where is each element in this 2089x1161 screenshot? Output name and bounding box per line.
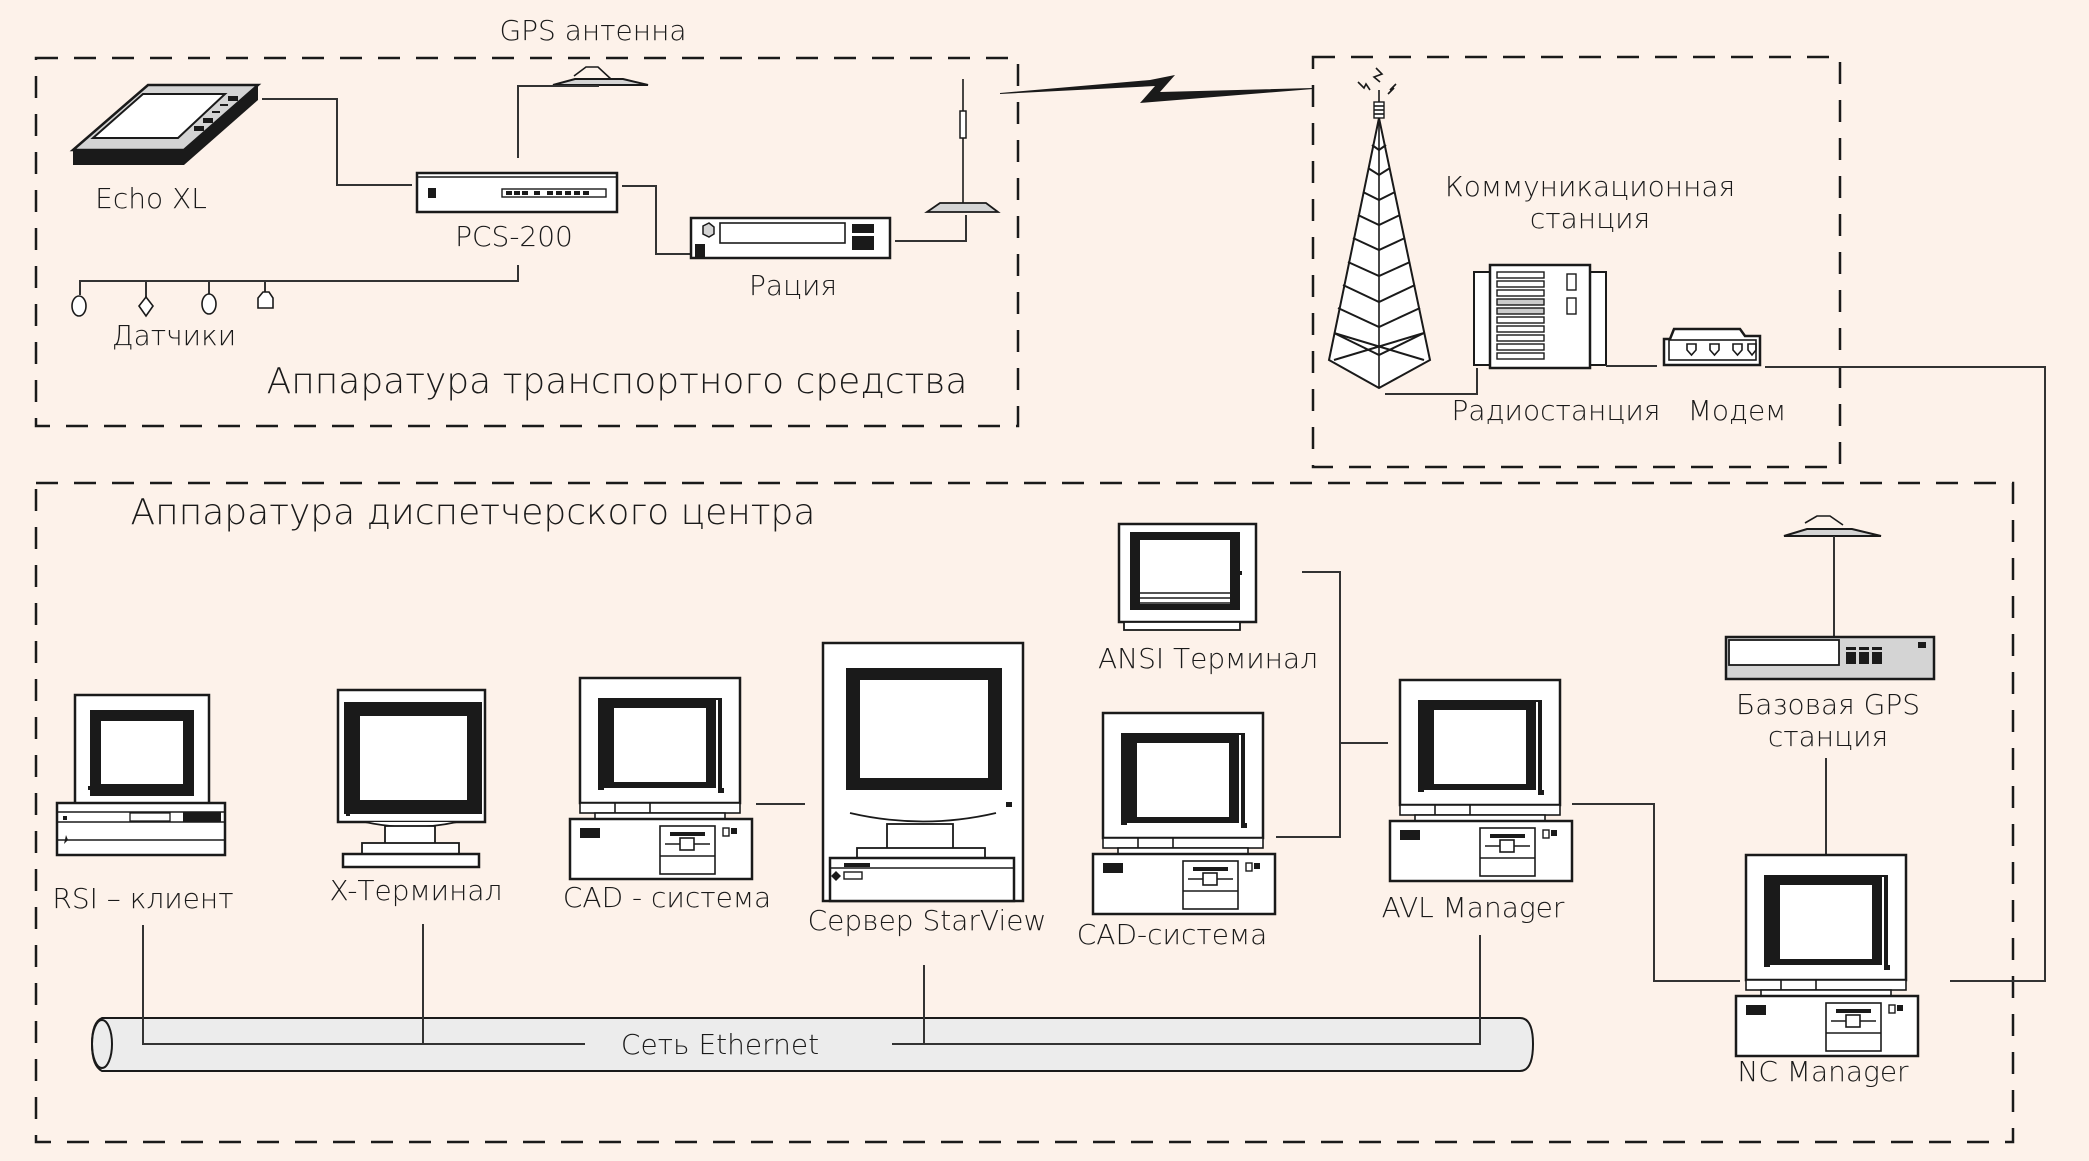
sensor-icon — [257, 291, 274, 309]
wire-avl-ethernet — [892, 935, 1481, 1045]
gps-antenna-icon — [552, 66, 649, 86]
pcs-200-icon — [415, 171, 619, 214]
ansi-terminal-label: ANSI Терминал — [1098, 642, 1318, 675]
wire-echo-pcs — [262, 98, 412, 186]
avl-manager-computer-icon — [1388, 678, 1574, 883]
dispatch-group-label: Аппаратура диспетчерского центра — [131, 492, 816, 533]
base-gps-station-icon — [1724, 635, 1936, 681]
wire-sensors — [79, 265, 519, 298]
radio-station-label: Радиостанция — [1452, 394, 1661, 427]
nc-manager-computer-icon — [1734, 853, 1920, 1058]
ansi-terminal-icon — [1117, 522, 1258, 631]
wire-gps-pcs — [517, 85, 599, 158]
rsi-client-label: RSI – клиент — [52, 882, 233, 915]
dispatch-group-box — [34, 481, 2015, 1144]
vehicle-antenna-icon — [924, 79, 1001, 213]
sensor-icon — [138, 295, 154, 318]
ethernet-label: Сеть Ethernet — [621, 1028, 819, 1061]
cad-system-2-label: CAD-система — [1077, 918, 1267, 951]
wire-tower-radiostation — [1385, 368, 1478, 395]
sensor-icon — [201, 293, 217, 315]
modem-icon — [1662, 327, 1762, 367]
modem-label: Модем — [1688, 394, 1787, 427]
cad-system-1-label: CAD - система — [563, 881, 771, 914]
base-gps-antenna-icon — [1783, 515, 1882, 537]
echo-xl-label: Echo XL — [95, 182, 207, 215]
base-gps-label-line1: Базовая GPS — [1736, 688, 1920, 721]
ethernet-cable — [90, 1017, 1535, 1072]
sensors-label: Датчики — [112, 319, 236, 352]
avl-manager-label: AVL Manager — [1382, 891, 1565, 924]
cad-system-1-computer-icon — [568, 676, 754, 881]
wire-rsi-ethernet — [142, 925, 585, 1045]
wire-avl-nc-manager — [1572, 803, 1740, 982]
radio-label: Рация — [749, 269, 837, 302]
echo-xl-icon — [69, 83, 262, 165]
sensor-icons — [71, 291, 274, 318]
x-terminal-label: X-Терминал — [330, 874, 503, 907]
x-terminal-icon — [336, 688, 487, 869]
sensor-icon — [71, 295, 87, 317]
vehicle-group-label: Аппаратура транспортного средства — [267, 361, 968, 402]
wire-modem-nc-manager — [1765, 366, 2046, 982]
vehicle-group-box — [34, 56, 1020, 428]
wire-pcs-radio — [622, 185, 690, 255]
starview-server-icon — [821, 641, 1025, 903]
comm-station-label-line2: станция — [1530, 202, 1650, 235]
wire-radio-antenna — [895, 215, 967, 242]
radio-icon — [689, 216, 892, 260]
cad-system-2-computer-icon — [1091, 711, 1277, 916]
wire-ansi-avl — [1302, 571, 1388, 744]
base-gps-label-line2: станция — [1768, 720, 1888, 753]
comm-station-group-box — [1311, 55, 1842, 469]
radio-link-icon — [1000, 75, 1313, 103]
nc-manager-label: NC Manager — [1737, 1055, 1909, 1088]
comm-station-label-line1: Коммуникационная — [1445, 170, 1735, 203]
starview-server-label: Сервер StarView — [808, 904, 1047, 937]
radio-station-icon — [1473, 263, 1607, 370]
rsi-client-computer-icon — [55, 693, 227, 857]
radio-tower-icon — [1327, 67, 1432, 390]
wire-cad2-avl — [1276, 743, 1341, 838]
pcs-200-label: PCS-200 — [455, 220, 573, 253]
gps-antenna-label: GPS антенна — [499, 14, 686, 47]
